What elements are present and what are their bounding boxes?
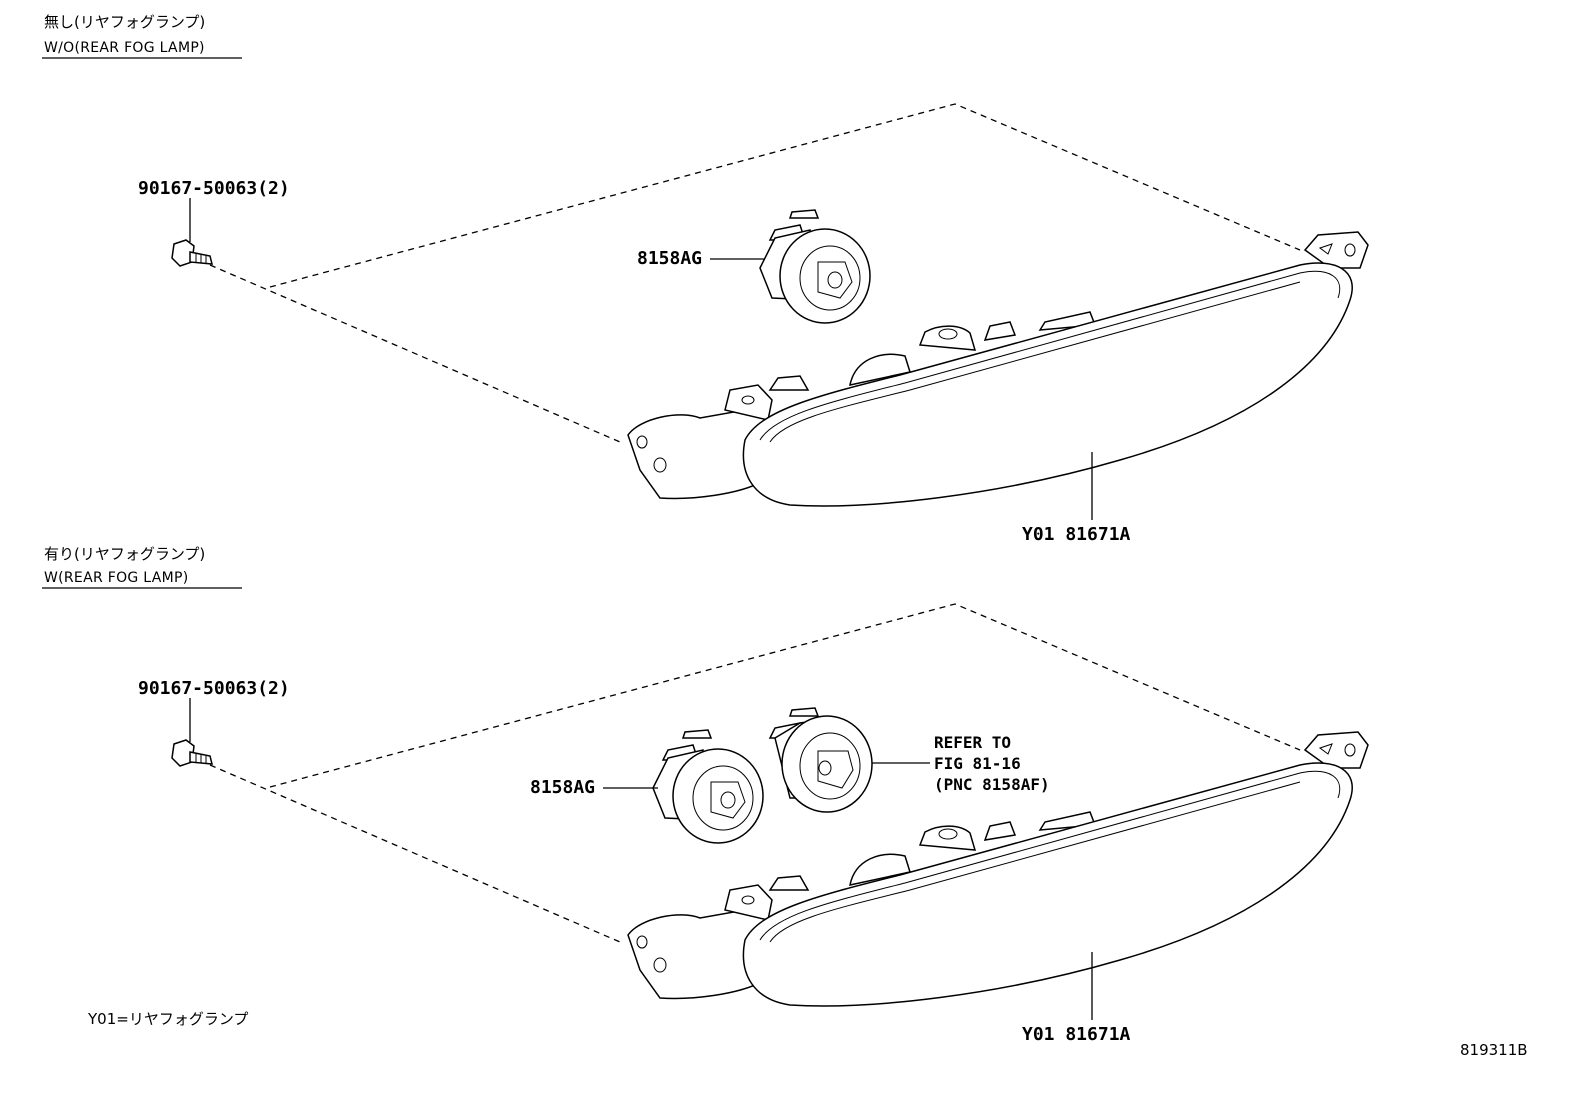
section-1-bottom-guide-line — [209, 264, 621, 443]
section-2-screw-icon — [171, 739, 213, 767]
section-2-top-guide-line — [269, 603, 1301, 788]
section-2-refer-line-3: (PNC 8158AF) — [934, 775, 1050, 794]
section-2-bottom-guide-line — [209, 764, 621, 943]
section-2-refer-line-2: FIG 81-16 — [934, 754, 1021, 773]
section-without-rear-fog-lamp: 無し(リヤフォグランプ) W/O(REAR FOG LAMP) 90167-50… — [42, 13, 1369, 545]
section-1-socket-label: 8158AG — [637, 248, 702, 269]
section-1-screw-label: 90167-50063(2) — [138, 178, 290, 199]
section-with-rear-fog-lamp: 有り(リヤフォグランプ) W(REAR FOG LAMP) 90167-5006… — [42, 545, 1369, 1045]
section-2-title-jp: 有り(リヤフォグランプ) — [44, 545, 205, 563]
section-2-fog-socket-icon — [768, 707, 873, 813]
section-2-socket-label: 8158AG — [530, 777, 595, 798]
section-2-screw-label: 90167-50063(2) — [138, 678, 290, 699]
section-1-screw-icon — [171, 239, 213, 267]
section-1-fog-lamp-icon — [627, 231, 1369, 507]
section-1-title-en: W/O(REAR FOG LAMP) — [44, 40, 205, 56]
section-1-title-jp: 無し(リヤフォグランプ) — [44, 13, 205, 31]
section-2-socket-icon — [652, 729, 764, 844]
footnote: Y01=リヤフォグランプ — [87, 1010, 248, 1028]
section-1-socket-icon — [759, 209, 871, 324]
section-2-title-en: W(REAR FOG LAMP) — [44, 570, 189, 586]
section-2-lamp-label: Y01 81671A — [1022, 1024, 1131, 1045]
section-2-refer-line-1: REFER TO — [934, 733, 1011, 752]
section-1-lamp-label: Y01 81671A — [1022, 524, 1131, 545]
figure-id: 819311B — [1460, 1041, 1528, 1059]
section-1-top-guide-line — [269, 103, 1301, 288]
